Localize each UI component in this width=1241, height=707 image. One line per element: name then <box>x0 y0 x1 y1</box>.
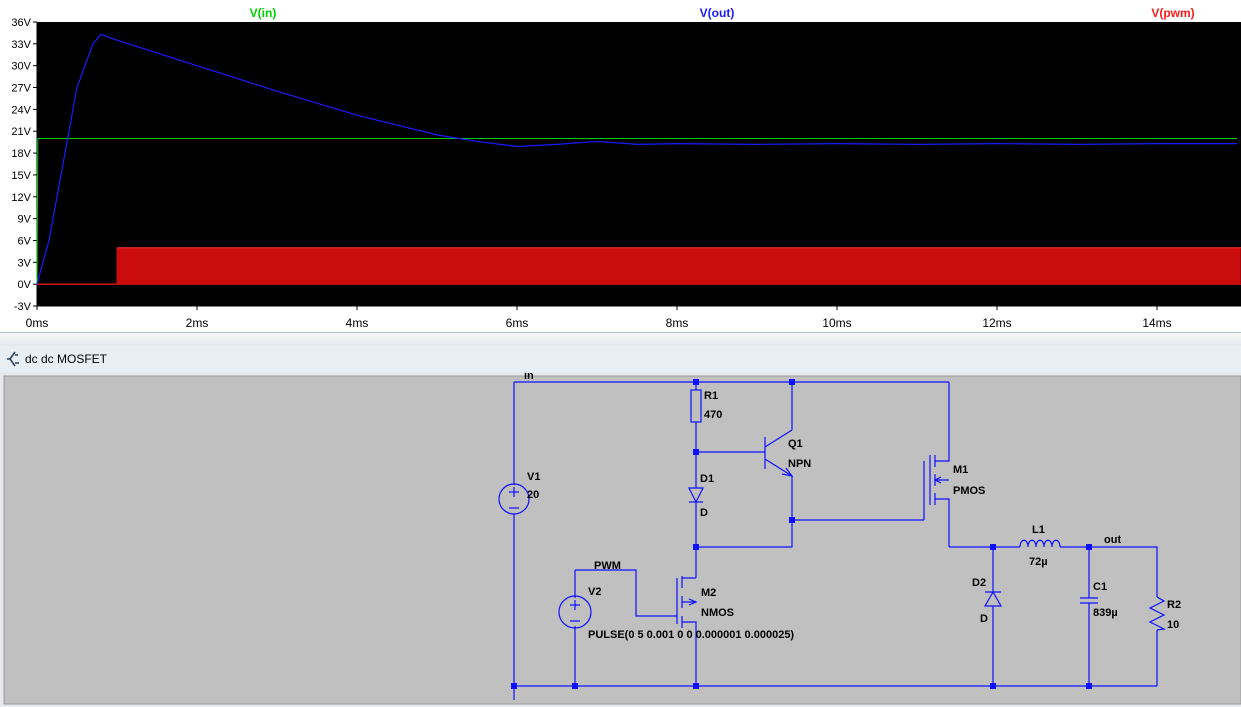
y-tick-label: 36V <box>11 17 31 29</box>
y-tick-label: 15V <box>11 170 31 182</box>
c1-value: 839µ <box>1093 607 1118 619</box>
trace-label-vin[interactable]: V(in) <box>250 6 277 20</box>
d1-name: D1 <box>700 473 714 485</box>
x-tick-label: 6ms <box>506 316 529 330</box>
v1-value: 20 <box>527 489 539 501</box>
net-label-out: out <box>1104 534 1121 546</box>
v1-name: V1 <box>527 471 540 483</box>
q1-name: Q1 <box>788 438 803 450</box>
d2-value: D <box>980 613 988 625</box>
m1-value: PMOS <box>953 485 985 497</box>
l1-value: 72µ <box>1029 556 1048 568</box>
x-tick-label: 10ms <box>822 316 851 330</box>
net-label-pwm: PWM <box>594 560 621 572</box>
x-tick-label: 12ms <box>982 316 1011 330</box>
l1-name: L1 <box>1032 524 1045 536</box>
trace-v-out <box>36 33 1237 285</box>
y-tick-label: 3V <box>18 257 32 269</box>
r1-value: 470 <box>704 409 722 421</box>
net-label-in: in <box>524 372 534 382</box>
d1-value: D <box>700 507 708 519</box>
x-tick-label: 2ms <box>186 316 209 330</box>
m2-value: NMOS <box>701 607 734 619</box>
schematic-titlebar: dc dc MOSFET <box>0 346 1241 373</box>
r1-name: R1 <box>704 390 718 402</box>
y-tick-label: 0V <box>18 279 32 291</box>
m1-name: M1 <box>953 464 968 476</box>
x-tick-label: 0ms <box>26 316 49 330</box>
schematic-title: dc dc MOSFET <box>25 352 108 366</box>
y-tick-label: 6V <box>18 235 32 247</box>
y-tick-label: 21V <box>11 126 31 138</box>
trace-label-vpwm[interactable]: V(pwm) <box>1151 6 1194 20</box>
y-tick-label: -3V <box>14 301 32 313</box>
m2-name: M2 <box>701 587 716 599</box>
y-tick-label: 24V <box>11 104 31 116</box>
y-tick-label: 9V <box>18 214 32 226</box>
pane-splitter[interactable] <box>0 332 1241 347</box>
trace-v-in <box>36 138 1237 285</box>
y-tick-label: 30V <box>11 61 31 73</box>
y-tick-label: 12V <box>11 192 31 204</box>
r2-value: 10 <box>1167 619 1179 631</box>
trace-v-pwm <box>37 247 1241 285</box>
waveform-pane[interactable]: V(in) V(out) V(pwm) 36V 33V 30V 27V 24V 21V 18V 1… <box>0 0 1241 332</box>
d2-name: D2 <box>972 577 986 589</box>
schematic-pane[interactable]: in V1 20 R1 470 Q1 NPN D1 D M1 PMOS L1 7… <box>0 372 1241 707</box>
y-tick-label: 18V <box>11 148 31 160</box>
schematic-icon <box>6 351 20 372</box>
r2-name: R2 <box>1167 599 1181 611</box>
x-tick-label: 8ms <box>666 316 689 330</box>
x-tick-label: 14ms <box>1142 316 1171 330</box>
v2-name: V2 <box>588 586 601 598</box>
c1-name: C1 <box>1093 581 1107 593</box>
v2-value: PULSE(0 5 0.001 0 0 0.000001 0.000025) <box>588 629 794 641</box>
q1-value: NPN <box>788 458 811 470</box>
y-tick-label: 27V <box>11 83 31 95</box>
trace-label-vout[interactable]: V(out) <box>700 6 735 20</box>
x-tick-label: 4ms <box>346 316 369 330</box>
y-tick-label: 33V <box>11 39 31 51</box>
